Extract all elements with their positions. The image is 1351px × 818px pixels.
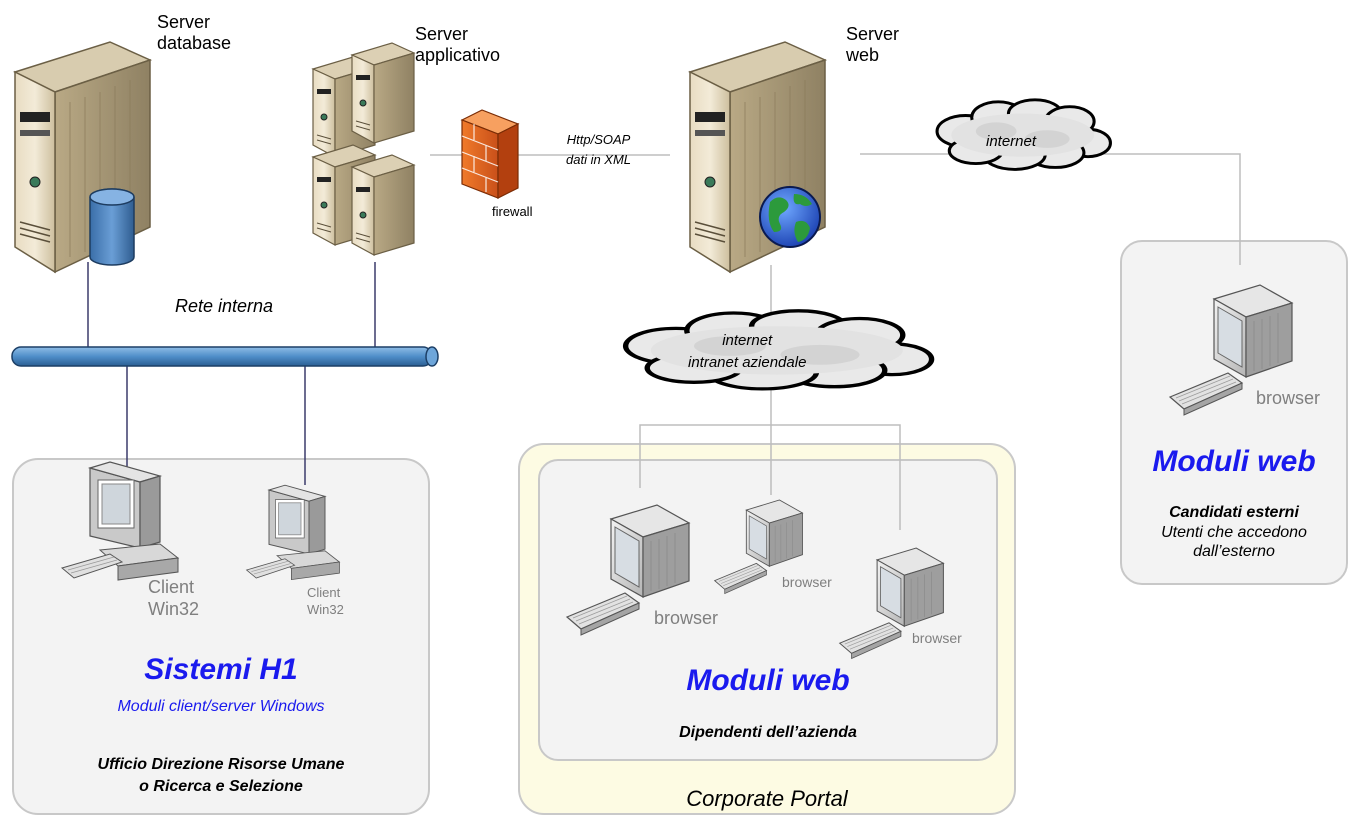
firewall-icon bbox=[460, 109, 520, 199]
internet-cloud-label: internet bbox=[986, 133, 1037, 150]
portal-modules-subtitle: Dipendenti dell’azienda bbox=[679, 724, 857, 741]
protocol-label-line2: dati in XML bbox=[566, 152, 632, 167]
external-users-desc: Utenti che accedono dall’esterno bbox=[1120, 523, 1348, 561]
external-candidates-label: Candidati esterni bbox=[1169, 504, 1299, 521]
protocol-label-line1: Http/SOAP bbox=[566, 132, 631, 147]
client-win32-small-label: Client Win32 bbox=[307, 584, 344, 618]
client-win32-label-line2: Win32 bbox=[148, 599, 200, 619]
application-server-label-line2: applicativo bbox=[415, 45, 501, 65]
client-win32-small-label-line2: Win32 bbox=[307, 602, 344, 617]
application-server-label-line1: Server bbox=[415, 24, 469, 44]
internal-network-label: Rete interna bbox=[175, 296, 274, 316]
database-server-label-line1: Server bbox=[157, 12, 211, 32]
database-server-label-line2: database bbox=[157, 33, 232, 53]
portal-modules-title: Moduli web bbox=[686, 664, 850, 697]
database-server-label: Server database bbox=[157, 12, 231, 54]
corporate-cloud-label-line2: intranet aziendale bbox=[688, 354, 807, 371]
corporate-cloud-label-line1: internet bbox=[722, 332, 773, 349]
external-users-desc-line2: dall’esterno bbox=[1193, 543, 1275, 560]
web-server-icon bbox=[689, 41, 826, 273]
browser-small-label: browser bbox=[782, 574, 832, 590]
client-win32-pc-icon bbox=[61, 461, 179, 581]
client-win32-small-label-line1: Client bbox=[307, 585, 341, 600]
client-win32-label: Client Win32 bbox=[148, 576, 199, 620]
web-server-label-line2: web bbox=[846, 45, 880, 65]
database-server-icon bbox=[14, 41, 151, 273]
h1-panel bbox=[12, 458, 430, 815]
external-panel bbox=[1120, 240, 1348, 585]
client-win32-label-line1: Client bbox=[148, 577, 195, 597]
corporate-cloud-label: internet intranet aziendale bbox=[688, 330, 806, 374]
web-server-label: Server web bbox=[846, 24, 899, 66]
protocol-label: Http/SOAP dati in XML bbox=[566, 130, 631, 170]
external-users-desc-line1: Utenti che accedono bbox=[1161, 524, 1307, 541]
client-win32-pc-small-icon bbox=[246, 484, 340, 581]
browser-right-label: browser bbox=[912, 630, 962, 646]
lan-drops bbox=[87, 262, 376, 485]
internal-network-bus bbox=[11, 346, 439, 367]
application-server-icon bbox=[312, 42, 415, 256]
h1-footer-line1: Ufficio Direzione Risorse Umane bbox=[97, 756, 345, 773]
application-server-label: Server applicativo bbox=[415, 24, 500, 66]
external-browser-label: browser bbox=[1256, 388, 1321, 408]
h1-footer: Ufficio Direzione Risorse Umane o Ricerc… bbox=[12, 754, 430, 798]
firewall-label: firewall bbox=[492, 204, 533, 219]
h1-title: Sistemi H1 bbox=[144, 653, 298, 686]
h1-footer-line2: o Ricerca e Selezione bbox=[139, 778, 303, 795]
browser-label: browser bbox=[654, 608, 719, 628]
external-modules-title: Moduli web bbox=[1152, 445, 1316, 478]
web-server-label-line1: Server bbox=[846, 24, 900, 44]
corporate-portal-caption: Corporate Portal bbox=[686, 786, 848, 811]
h1-subtitle: Moduli client/server Windows bbox=[117, 698, 325, 715]
